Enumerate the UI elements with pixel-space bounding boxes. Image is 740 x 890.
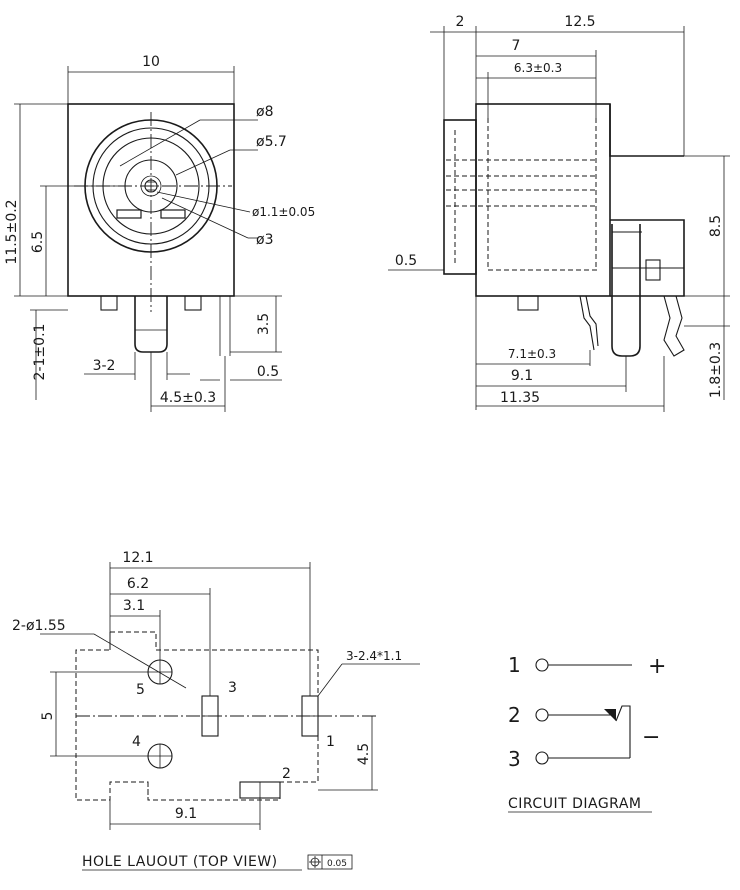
terminal-2: [535, 708, 549, 722]
circuit-pin-3: 3: [508, 747, 521, 771]
hole-pin-2: 2: [282, 766, 291, 782]
dim-dia-1-1: ø1.1±0.05: [252, 205, 315, 219]
dim-dia-5-7: ø5.7: [256, 134, 287, 150]
dim-side-overall: 11.35: [500, 390, 540, 406]
hole-layout: 1 2 3 4 5 12.1 6.2 3.1 2-ø1.55 3-2.4*1.1…: [12, 550, 420, 871]
dim-front-width: 10: [142, 54, 160, 70]
dim-side-gap: 0.5: [395, 253, 417, 269]
dim-pin-offset: 4.5±0.3: [160, 390, 216, 406]
dim-dia-3: ø3: [256, 232, 273, 248]
terminal-1: [535, 658, 549, 672]
hole-pin-3: 3: [228, 680, 237, 696]
dim-pin-pitch: 3-2: [93, 358, 116, 374]
tolerance-value: 0.05: [327, 859, 347, 869]
dim-center-height: 6.5: [30, 231, 46, 253]
side-bracket: [645, 259, 661, 281]
dim-side-body-7: 7: [512, 38, 521, 54]
pin-right: [184, 295, 202, 311]
hole-pin-4: 4: [132, 734, 141, 750]
dim-hole-pitch: 5: [40, 712, 56, 721]
dim-thickness: 0.5: [257, 364, 279, 380]
circuit-minus: −: [642, 725, 660, 750]
circuit-title: CIRCUIT DIAGRAM: [508, 796, 642, 812]
side-body: [475, 103, 611, 297]
dim-side-pin-len: 1.8±0.3: [708, 342, 724, 398]
front-view: 10 11.5±0.2 6.5 ø8 ø5.7 ø1.1±0.05 ø3 3.5…: [4, 54, 315, 412]
circuit-plus: +: [648, 654, 666, 679]
pin-left: [100, 295, 118, 311]
dim-front-height: 11.5±0.2: [4, 199, 20, 264]
dim-hole-6-2: 6.2: [127, 576, 149, 592]
dim-side-length: 12.5: [564, 14, 595, 30]
side-view: 2 12.5 7 6.3±0.3 0.5 8.5 1.8±0.3 7.1±0.3: [388, 14, 730, 412]
contact-right: [160, 209, 186, 219]
dim-side-flange: 2: [456, 14, 465, 30]
side-pin-a: [517, 295, 539, 311]
contact-left: [116, 209, 142, 219]
dim-slot-y: 4.5: [356, 743, 372, 765]
side-flange: [443, 119, 477, 275]
hole-layout-title: HOLE LAUOUT (TOP VIEW): [82, 854, 278, 870]
dim-side-pin-7-1: 7.1±0.3: [508, 347, 556, 361]
side-pin-b: [611, 224, 641, 357]
dim-hole-3-1: 3.1: [123, 598, 145, 614]
dim-pin-len: 3.5: [256, 313, 272, 335]
dim-pin-gap: 2-1±0.1: [32, 324, 48, 381]
hole-pin-1: 1: [326, 734, 335, 750]
dim-side-pin-9-1: 9.1: [511, 368, 533, 384]
dim-side-height: 8.5: [708, 215, 724, 237]
terminal-3: [535, 751, 549, 765]
circuit-pin-1: 1: [508, 653, 521, 677]
tolerance-box: [307, 854, 353, 870]
dim-hole-width: 12.1: [122, 550, 153, 566]
pin-center: [134, 296, 168, 353]
dim-dia-8: ø8: [256, 104, 273, 120]
hole-pin-5: 5: [136, 682, 145, 698]
dim-round-holes: 2-ø1.55: [12, 618, 66, 634]
circuit-diagram: 1 2 3 + − CIRCUIT DIAGRAM: [508, 653, 666, 813]
circuit-pin-2: 2: [508, 703, 521, 727]
dim-slot2-x: 9.1: [175, 806, 197, 822]
dim-side-body-6-3: 6.3±0.3: [514, 61, 562, 75]
dim-slots: 3-2.4*1.1: [346, 649, 402, 663]
